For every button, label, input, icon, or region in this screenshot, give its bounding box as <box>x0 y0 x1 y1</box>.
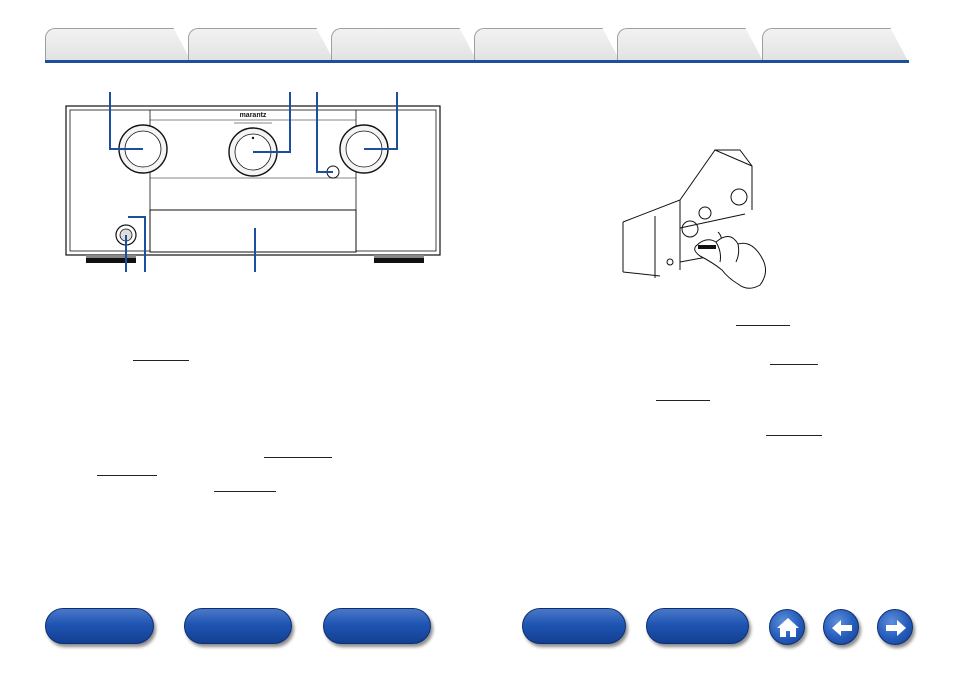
tab-6[interactable] <box>762 28 908 61</box>
tab-4[interactable] <box>474 28 620 61</box>
reference-link-6[interactable] <box>770 364 818 365</box>
arrow-left-icon <box>832 620 852 636</box>
tab-bar-rule <box>45 60 909 63</box>
nav-button-4[interactable] <box>522 608 626 644</box>
tab-1[interactable] <box>45 28 191 61</box>
tab-2[interactable] <box>188 28 334 61</box>
reference-link-4[interactable] <box>214 491 276 492</box>
nav-button-5[interactable] <box>646 608 749 644</box>
reference-link-8[interactable] <box>766 435 822 436</box>
reference-link-3[interactable] <box>97 475 157 476</box>
reference-link-5[interactable] <box>736 325 790 326</box>
back-button[interactable] <box>823 609 859 645</box>
arrow-right-icon <box>886 620 906 636</box>
tab-3[interactable] <box>331 28 477 61</box>
reference-link-7[interactable] <box>656 400 710 401</box>
home-button[interactable] <box>769 609 805 645</box>
nav-button-3[interactable] <box>323 608 431 644</box>
home-icon <box>777 618 799 637</box>
reference-link-1[interactable] <box>133 360 189 361</box>
receiver-brand-text: marantz <box>240 112 267 119</box>
forward-button[interactable] <box>877 609 913 645</box>
nav-button-2[interactable] <box>184 608 292 644</box>
tab-bar <box>0 0 954 64</box>
reference-link-2[interactable] <box>264 457 332 458</box>
nav-button-1[interactable] <box>45 608 154 644</box>
tab-5[interactable] <box>617 28 763 61</box>
